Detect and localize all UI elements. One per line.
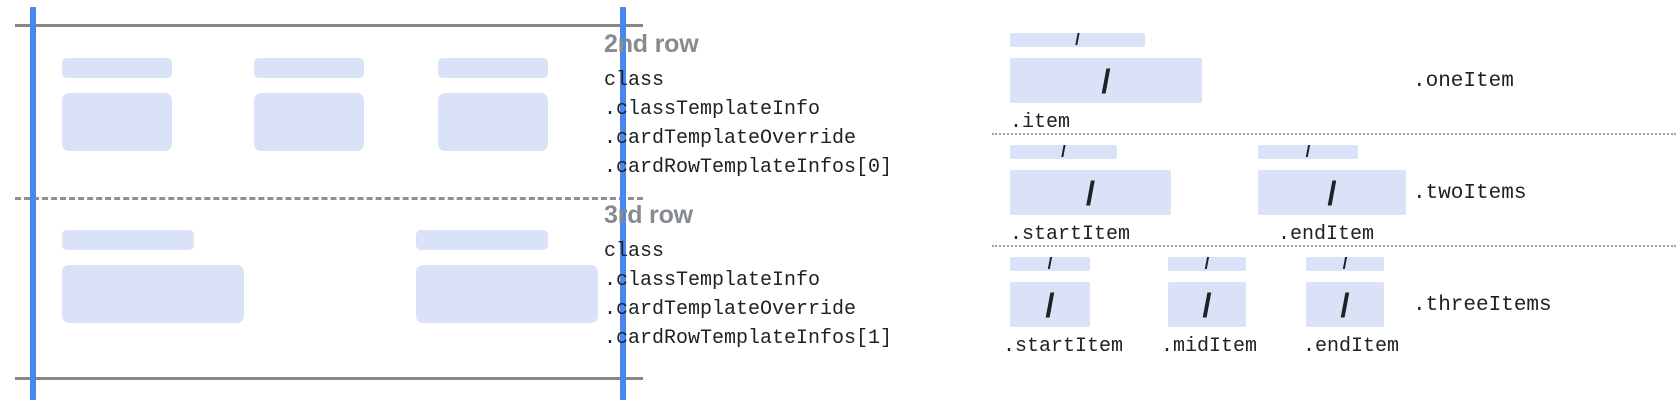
slash-icon: /: [1340, 286, 1350, 323]
slash-icon: /: [1204, 257, 1210, 271]
legend-item: / / .endItem: [1303, 257, 1399, 358]
diagram-cell: [62, 58, 172, 151]
legend-item: / / .startItem: [1003, 257, 1123, 358]
legend-item: / / .endItem: [1258, 145, 1406, 246]
item-body-bar: /: [1168, 282, 1246, 327]
row-description-block-3rd: 3rd row class .classTemplateInfo .cardTe…: [604, 201, 892, 353]
slash-icon: /: [1061, 145, 1066, 159]
diagram-cell: [62, 230, 244, 323]
row-description-block-2nd: 2nd row class .classTemplateInfo .cardTe…: [604, 30, 892, 182]
legend-separator: [992, 245, 1676, 247]
slash-icon: /: [1045, 286, 1055, 323]
item-body-bar: /: [1010, 58, 1202, 103]
item-cap-bar: /: [1168, 257, 1246, 271]
slash-icon: /: [1075, 33, 1080, 47]
row-divider-line: [15, 197, 643, 200]
item-body-bar: /: [1306, 282, 1384, 327]
slash-icon: /: [1327, 174, 1337, 211]
item-layout-legend: / / .item .oneItem / / .startItem / /: [988, 0, 1676, 412]
diagram-cell: [438, 58, 548, 151]
item-body-bar: /: [1010, 282, 1090, 327]
legend-group-label: .threeItems: [1413, 294, 1552, 317]
row-code-line: .cardTemplateOverride: [604, 127, 857, 150]
cell-label-bar: [62, 58, 172, 78]
item-cap-bar: /: [1258, 145, 1358, 159]
row-title: 3rd row: [604, 201, 693, 229]
right-blue-guide-line: [620, 7, 626, 400]
item-label: .endItem: [1303, 335, 1400, 358]
item-cap-bar: /: [1010, 33, 1145, 47]
item-label: .item: [1010, 111, 1071, 134]
row-code-line: .cardRowTemplateInfos[1]: [604, 327, 893, 350]
item-label: .startItem: [1003, 335, 1124, 358]
card-rows-diagram: [0, 0, 660, 412]
cell-label-bar: [416, 230, 548, 250]
item-cap-bar: /: [1010, 145, 1117, 159]
row-code-line: class: [604, 69, 665, 92]
cell-label-bar: [62, 230, 194, 250]
diagram-cell: [416, 230, 598, 323]
row-code-line: .classTemplateInfo: [604, 98, 821, 121]
legend-group-label: .oneItem: [1413, 70, 1514, 93]
row-description-column: 2nd row class .classTemplateInfo .cardTe…: [604, 0, 984, 412]
bottom-boundary-line: [15, 377, 643, 380]
top-boundary-line: [15, 24, 643, 27]
diagram-cell: [254, 58, 364, 151]
cell-label-bar: [254, 58, 364, 78]
row-code-line: class: [604, 240, 665, 263]
slash-icon: /: [1101, 62, 1111, 99]
slash-icon: /: [1047, 257, 1053, 271]
slash-icon: /: [1085, 174, 1096, 211]
item-label: .endItem: [1278, 223, 1375, 246]
legend-item: / / .midItem: [1161, 257, 1257, 358]
cell-label-bar: [438, 58, 548, 78]
item-label: .midItem: [1161, 335, 1258, 358]
slash-icon: /: [1202, 286, 1212, 323]
row-code-line: .classTemplateInfo: [604, 269, 821, 292]
cell-content-box: [416, 265, 598, 323]
cell-content-box: [62, 265, 244, 323]
row-code-line: .cardTemplateOverride: [604, 298, 857, 321]
cell-content-box: [62, 93, 172, 151]
legend-item: / / .item: [1010, 33, 1202, 134]
item-body-bar: /: [1010, 170, 1171, 215]
legend-separator: [992, 133, 1676, 135]
cell-content-box: [254, 93, 364, 151]
slash-icon: /: [1342, 257, 1348, 271]
slash-icon: /: [1305, 145, 1311, 159]
row-code-line: .cardRowTemplateInfos[0]: [604, 156, 893, 179]
left-blue-guide-line: [30, 7, 36, 400]
item-label: .startItem: [1010, 223, 1131, 246]
legend-group-label: .twoItems: [1413, 182, 1527, 205]
item-cap-bar: /: [1306, 257, 1384, 271]
item-cap-bar: /: [1010, 257, 1090, 271]
row-title: 2nd row: [604, 30, 699, 58]
item-body-bar: /: [1258, 170, 1406, 215]
legend-item: / / .startItem: [1010, 145, 1171, 246]
cell-content-box: [438, 93, 548, 151]
